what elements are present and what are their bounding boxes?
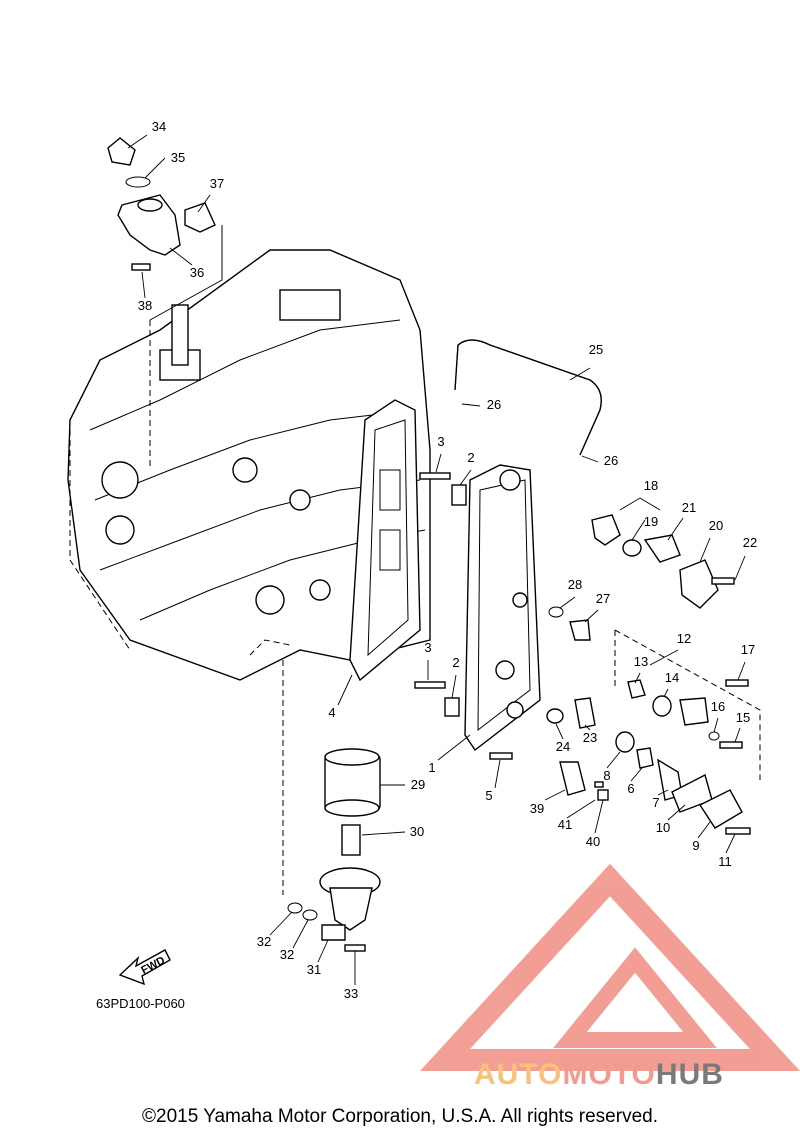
callout-1: 1 <box>428 760 435 775</box>
callout-3: 3 <box>424 640 431 655</box>
hose-25 <box>454 339 602 456</box>
callout-32: 32 <box>257 934 271 949</box>
gasket-4 <box>349 399 421 682</box>
callout-5: 5 <box>485 788 492 803</box>
callout-39: 39 <box>530 801 544 816</box>
callout-3: 3 <box>437 434 444 449</box>
callout-36: 36 <box>190 265 204 280</box>
callout-25: 25 <box>589 342 603 357</box>
callout-21: 21 <box>682 500 696 515</box>
callout-9: 9 <box>692 838 699 853</box>
callout-22: 22 <box>743 535 757 550</box>
leader-lines <box>127 134 746 985</box>
watermark-brand: AUTOMOTOHUB <box>474 1058 724 1092</box>
callout-4: 4 <box>328 705 335 720</box>
callout-41: 41 <box>558 817 572 832</box>
callout-8: 8 <box>603 768 610 783</box>
callout-34: 34 <box>152 119 166 134</box>
callout-30: 30 <box>410 824 424 839</box>
callout-14: 14 <box>665 670 679 685</box>
callout-38: 38 <box>138 298 152 313</box>
callout-2: 2 <box>467 450 474 465</box>
callout-26: 26 <box>487 397 501 412</box>
cover-plate-1 <box>464 464 541 752</box>
callout-40: 40 <box>586 834 600 849</box>
small-parts <box>546 514 761 835</box>
callout-11: 11 <box>718 854 732 869</box>
watermark-hub: HUB <box>655 1058 724 1091</box>
callout-6: 6 <box>627 781 634 796</box>
callout-27: 27 <box>596 591 610 606</box>
fitting-assembly-34-38 <box>107 137 223 470</box>
fwd-arrow-icon: FWD <box>118 949 171 986</box>
callout-23: 23 <box>583 730 597 745</box>
callout-37: 37 <box>210 176 224 191</box>
callout-28: 28 <box>568 577 582 592</box>
watermark-moto: MOTO <box>562 1058 656 1091</box>
callout-26: 26 <box>604 453 618 468</box>
callout-20: 20 <box>709 518 723 533</box>
callout-17: 17 <box>741 642 755 657</box>
reference-code: 63PD100-P060 <box>96 996 185 1011</box>
callout-13: 13 <box>634 654 648 669</box>
callout-15: 15 <box>736 710 750 725</box>
callout-12: 12 <box>677 631 691 646</box>
watermark-auto: AUTO <box>474 1058 563 1091</box>
callout-35: 35 <box>171 150 185 165</box>
callout-29: 29 <box>411 777 425 792</box>
callout-16: 16 <box>711 699 725 714</box>
callout-31: 31 <box>307 962 321 977</box>
callout-33: 33 <box>344 986 358 1001</box>
engine-block <box>67 249 431 681</box>
watermark-logo <box>419 863 800 1071</box>
oil-filter-assembly <box>282 660 381 952</box>
callout-18: 18 <box>644 478 658 493</box>
callout-7: 7 <box>652 795 659 810</box>
callout-32: 32 <box>280 947 294 962</box>
copyright-notice: ©2015 Yamaha Motor Corporation, U.S.A. A… <box>142 1106 658 1127</box>
callout-2: 2 <box>452 655 459 670</box>
callout-10: 10 <box>656 820 670 835</box>
callout-19: 19 <box>644 514 658 529</box>
callout-24: 24 <box>556 739 570 754</box>
fwd-label: FWD <box>139 954 167 976</box>
